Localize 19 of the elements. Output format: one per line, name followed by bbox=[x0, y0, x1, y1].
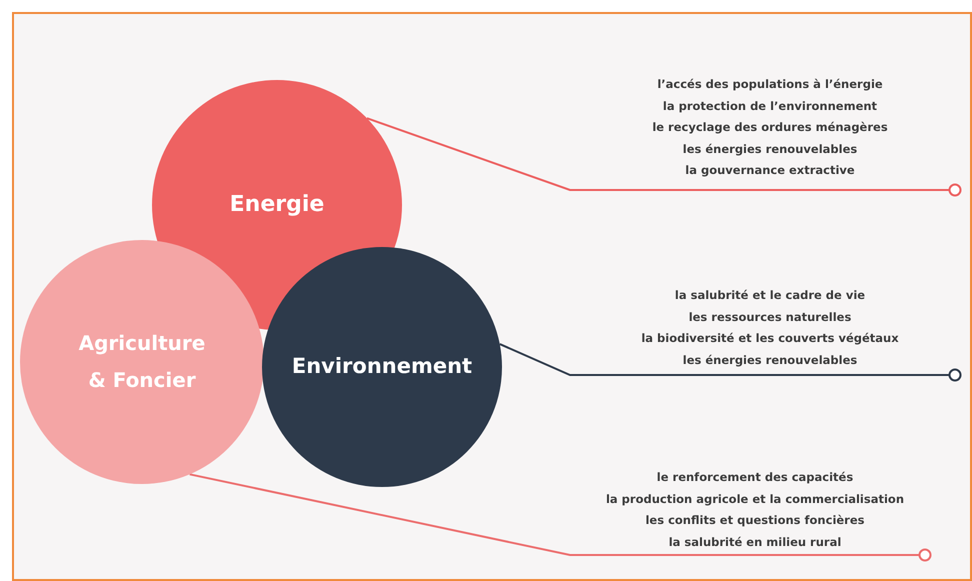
topic-item: le renforcement des capacités bbox=[656, 469, 854, 486]
connector-line bbox=[499, 343, 962, 382]
topic-title: Environnement bbox=[292, 354, 472, 380]
topic-item: la salubrité en milieu rural bbox=[668, 534, 842, 550]
topic-title: Energie bbox=[230, 192, 324, 218]
topic-item: les énergies renouvelables bbox=[682, 140, 858, 158]
topic-item: la production agricole et la commercialisation bbox=[606, 490, 904, 508]
topic-item: la salubrité et le cadre de vie bbox=[674, 287, 866, 304]
topic-item: la gouvernance extractive bbox=[685, 162, 855, 179]
topic-title: Agriculture & Foncier bbox=[78, 330, 206, 394]
topic-item: le recyclage des ordures ménagères bbox=[652, 119, 888, 136]
topic-item: la protection de l’environnement bbox=[662, 98, 878, 114]
topic-item: l’accés des populations à l’énergie bbox=[657, 76, 883, 93]
connector-line bbox=[366, 117, 962, 196]
topic-item: les ressources naturelles bbox=[688, 308, 852, 326]
topic-item: les énergies renouvelables bbox=[682, 352, 858, 368]
topic-item: la biodiversité et les couverts végétaux bbox=[641, 330, 899, 347]
connector-line bbox=[190, 473, 932, 562]
topic-item: les conflits et questions foncières bbox=[645, 512, 864, 529]
